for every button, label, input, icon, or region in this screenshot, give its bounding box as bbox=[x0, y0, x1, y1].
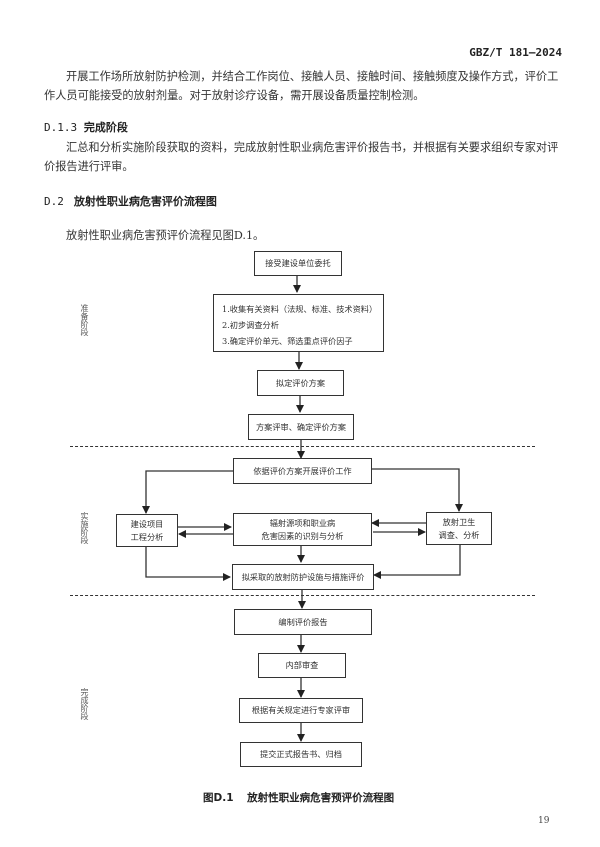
arrow-conduct-to-survey bbox=[372, 468, 463, 512]
stage-label-implementation: 实施阶段 bbox=[80, 512, 89, 544]
figure-title: 放射性职业病危害预评价流程图 bbox=[247, 792, 395, 804]
collect-step-2: 2.初步调查分析 bbox=[222, 320, 279, 330]
collect-step-3: 3.确定评价单元、筛选重点评价因子 bbox=[222, 336, 353, 346]
paragraph-detection: 开展工作场所放射防护检测，并结合工作岗位、接触人员、接触时间、接触频度及操作方式… bbox=[44, 70, 559, 102]
node-compile-report: 编制评价报告 bbox=[234, 609, 372, 635]
node-line: 放射卫生 bbox=[442, 516, 476, 527]
standard-code: GBZ/T 181—2024 bbox=[469, 46, 562, 59]
node-line: 辐射源项和职业病 bbox=[269, 517, 336, 528]
node-collect-data: 1.收集有关资料（法规、标准、技术资料） 2.初步调查分析 3.确定评价单元、筛… bbox=[213, 294, 384, 352]
node-accept-commission: 接受建设单位委托 bbox=[254, 251, 342, 276]
arrow-survey-to-protection bbox=[373, 544, 461, 579]
collect-step-1: 1.收集有关资料（法规、标准、技术资料） bbox=[222, 304, 378, 314]
page-number: 19 bbox=[538, 816, 550, 826]
node-hazard-identification: 辐射源项和职业病 危害因素的识别与分析 bbox=[233, 513, 372, 546]
paragraph-figure-ref: 放射性职业病危害预评价流程见图D.1。 bbox=[66, 229, 265, 242]
node-line: 调查、分析 bbox=[438, 529, 480, 540]
node-review-plan: 方案评审、确定评价方案 bbox=[248, 414, 354, 440]
node-conduct-evaluation: 依据评价方案开展评价工作 bbox=[233, 458, 372, 484]
node-radiation-survey: 放射卫生 调查、分析 bbox=[426, 512, 492, 545]
heading-number: D.2 bbox=[44, 195, 64, 208]
figure-caption: 图D.1 放射性职业病危害预评价流程图 bbox=[203, 790, 394, 805]
node-line: 工程分析 bbox=[130, 531, 164, 542]
node-protection-evaluation: 拟采取的放射防护设施与措施评价 bbox=[232, 564, 374, 590]
node-project-analysis: 建设项目 工程分析 bbox=[116, 514, 178, 547]
arrow-project-to-protection bbox=[145, 546, 231, 581]
stage-divider-prep-impl bbox=[70, 446, 535, 447]
node-draft-plan: 拟定评价方案 bbox=[257, 370, 344, 396]
heading-number: D.1.3 bbox=[44, 121, 78, 134]
node-submit-archive: 提交正式报告书、归档 bbox=[240, 742, 362, 767]
heading-d2: D.2 放射性职业病危害评价流程图 bbox=[44, 193, 217, 209]
heading-d13: D.1.3 完成阶段 bbox=[44, 119, 128, 135]
node-internal-review: 内部审查 bbox=[258, 653, 346, 678]
paragraph-completion: 汇总和分析实施阶段获取的资料，完成放射性职业病危害评价报告书，并根据有关要求组织… bbox=[44, 141, 559, 173]
node-line: 危害因素的识别与分析 bbox=[261, 530, 344, 541]
stage-label-preparation: 准备阶段 bbox=[80, 304, 89, 336]
stage-divider-impl-done bbox=[70, 595, 535, 596]
figure-number: 图D.1 bbox=[203, 792, 234, 804]
heading-title: 放射性职业病危害评价流程图 bbox=[73, 195, 217, 208]
node-expert-review: 根据有关规定进行专家评审 bbox=[239, 698, 363, 723]
arrow-conduct-to-project bbox=[142, 470, 233, 514]
heading-title: 完成阶段 bbox=[83, 121, 128, 134]
node-line: 建设项目 bbox=[130, 518, 164, 529]
stage-label-completion: 完成阶段 bbox=[80, 688, 89, 720]
